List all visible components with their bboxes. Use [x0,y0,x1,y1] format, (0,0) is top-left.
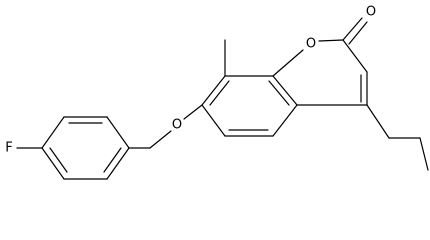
ether-oxygen-label: O [172,118,182,133]
c8a-oxygen-bond [272,49,304,77]
coumarin-benzo-ring [201,75,298,137]
fluorophenyl-ring [16,116,130,180]
aryl-bond [106,116,130,149]
propyl-bond [419,137,429,171]
aryl-inner-double-bond [49,147,68,173]
ring-inner-double-bond [268,80,290,106]
ring-inner-double-bond [209,80,230,106]
structure-diagram: F O O O [5,4,429,180]
aryl-bond [106,147,130,180]
propyl-chain [366,104,429,171]
ring-bond [201,75,226,106]
ring-bond [272,104,298,137]
pyranone-ring [272,17,368,106]
carbonyl-double-bond-a [342,17,363,41]
benzyl-ether-linker [128,104,203,149]
molecule-drawing: F O O O [5,5,429,180]
oxygen-aryl-bond [183,104,203,120]
ch2-oxygen-bond [149,130,172,149]
carbonyl-oxygen-label: O [366,5,376,20]
aryl-inner-double-bond [103,147,122,173]
aryl-bond [41,147,65,180]
ring-bond [272,75,298,106]
c2-c3-bond [342,39,368,73]
ring-bond [201,104,226,137]
ring-oxygen-label: O [306,37,316,52]
propyl-bond [366,104,390,139]
carbonyl-double-bond-b [348,21,368,45]
oxygen-carbonyl-carbon-bond [318,39,344,42]
aryl-bond [41,116,65,149]
fluorine-atom-label: F [5,141,12,156]
